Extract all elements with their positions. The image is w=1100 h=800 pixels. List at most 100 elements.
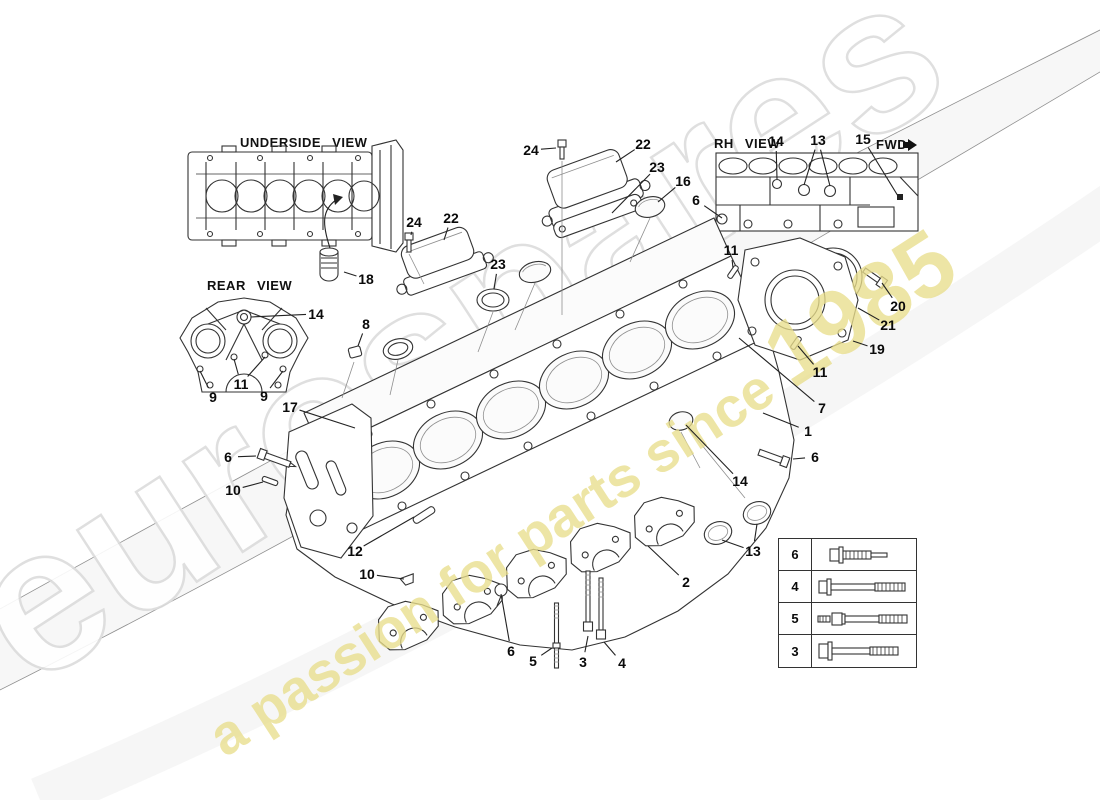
callout-leader-line (500, 593, 510, 642)
clip-10-lower (399, 573, 414, 586)
callout-number-17: 17 (282, 399, 298, 415)
callout-leader-line (250, 313, 307, 318)
callout-leader-line (615, 149, 635, 163)
callout-number-22: 22 (635, 136, 651, 152)
legend-row: 3 (779, 635, 916, 667)
callout-number-6: 6 (811, 449, 819, 465)
callout-number-23: 23 (649, 159, 665, 175)
callout-leader-line (237, 455, 257, 458)
callout-leader-line (584, 635, 589, 653)
core-plug-13a (703, 521, 733, 545)
callout-number-10: 10 (225, 482, 241, 498)
core-plug-part-18 (319, 194, 343, 282)
dome-plug-16 (634, 196, 666, 218)
callout-number-6: 6 (224, 449, 232, 465)
callout-number-5: 5 (529, 653, 537, 669)
callout-number-22: 22 (443, 210, 459, 226)
pin-10-left (261, 475, 279, 487)
callout-number-24: 24 (406, 214, 422, 230)
callout-number-6: 6 (692, 192, 700, 208)
callout-leader-line (269, 370, 284, 389)
breather-cover-22-left (396, 226, 494, 296)
callout-number-24: 24 (523, 142, 539, 158)
main-block-drawing (256, 139, 889, 669)
callout-number-4: 4 (618, 655, 626, 671)
breather-cover-22-right (541, 149, 651, 229)
callout-leader-line (721, 539, 744, 549)
callout-leader-line (852, 340, 868, 347)
short-shouldered-bolt-icon (812, 539, 916, 570)
callout-leader-line (647, 545, 680, 576)
callout-leader-line (797, 345, 814, 365)
callout-number-14: 14 (308, 306, 324, 322)
callout-number-19: 19 (869, 341, 885, 357)
callout-number-2: 2 (682, 574, 690, 590)
fastener-legend-table: 6 4 5 (778, 538, 917, 668)
callout-number-9: 9 (209, 389, 217, 405)
callout-number-11: 11 (813, 364, 828, 380)
callout-number-13: 13 (810, 132, 826, 148)
callout-number-16: 16 (675, 173, 691, 189)
callout-leader-line (247, 356, 266, 377)
callout-number-10: 10 (359, 566, 375, 582)
callout-leader-line (703, 205, 723, 219)
legend-part-number: 3 (779, 635, 812, 667)
callout-number-6: 6 (507, 643, 515, 659)
callout-leader-line (343, 271, 357, 277)
callout-leader-line (199, 370, 210, 389)
legend-row: 5 (779, 603, 916, 635)
callout-number-14: 14 (732, 473, 748, 489)
core-plug-13b (742, 501, 772, 525)
legend-part-number: 6 (779, 539, 812, 570)
callout-number-12: 12 (347, 543, 363, 559)
callout-leader-line (299, 409, 356, 429)
callout-number-23: 23 (490, 256, 506, 272)
front-face (283, 403, 436, 559)
legend-part-number: 5 (779, 603, 812, 634)
flange-bolt-icon (812, 635, 916, 667)
cube-part-8 (347, 345, 363, 359)
callout-leader-line (753, 523, 758, 542)
callout-leader-line (803, 149, 816, 186)
callout-leader-line (443, 227, 449, 241)
callout-number-11: 11 (234, 376, 249, 392)
bolt-part-3 (582, 570, 594, 632)
callout-leader-line (376, 574, 405, 580)
callout-number-14: 14 (768, 133, 784, 149)
callout-leader-line (819, 149, 831, 187)
callout-number-13: 13 (745, 543, 761, 559)
bolt-6-left (256, 447, 298, 469)
callout-number-1: 1 (804, 423, 812, 439)
rear-view-title: REAR VIEW (207, 278, 292, 293)
callout-leader-line (685, 424, 734, 475)
legend-part-number: 4 (779, 571, 812, 602)
bolt-6-right (757, 448, 791, 469)
callout-number-18: 18 (358, 271, 374, 287)
callout-leader-line (762, 412, 799, 428)
callout-number-21: 21 (880, 317, 896, 333)
underside-view-drawing: UNDERSIDE VIEW (187, 135, 404, 253)
callout-leader-line (603, 641, 616, 656)
callout-leader-line (881, 282, 893, 299)
callout-leader-line (611, 173, 651, 214)
callout-leader-line (857, 307, 880, 321)
callout-leader-line (738, 337, 815, 402)
ring-gasket-mid (382, 338, 414, 360)
gasket-ring-23-left (476, 288, 510, 312)
rh-view-drawing: RH VIEW FWD (714, 136, 919, 232)
callout-leader-line (867, 147, 899, 197)
fwd-arrow-icon (903, 139, 917, 151)
legend-row: 6 (779, 539, 916, 571)
head-bolt-holes (363, 279, 722, 511)
callout-leader-line (657, 187, 676, 203)
jet-6-lower (494, 583, 508, 607)
dowel-pin-11a (727, 265, 739, 279)
stud-part-5 (552, 602, 561, 669)
callout-leader-line (493, 273, 497, 290)
long-bolt-icon (812, 571, 916, 602)
callout-leader-line (410, 231, 413, 236)
bearing-caps (377, 496, 695, 651)
bolt-24-top (557, 139, 567, 315)
